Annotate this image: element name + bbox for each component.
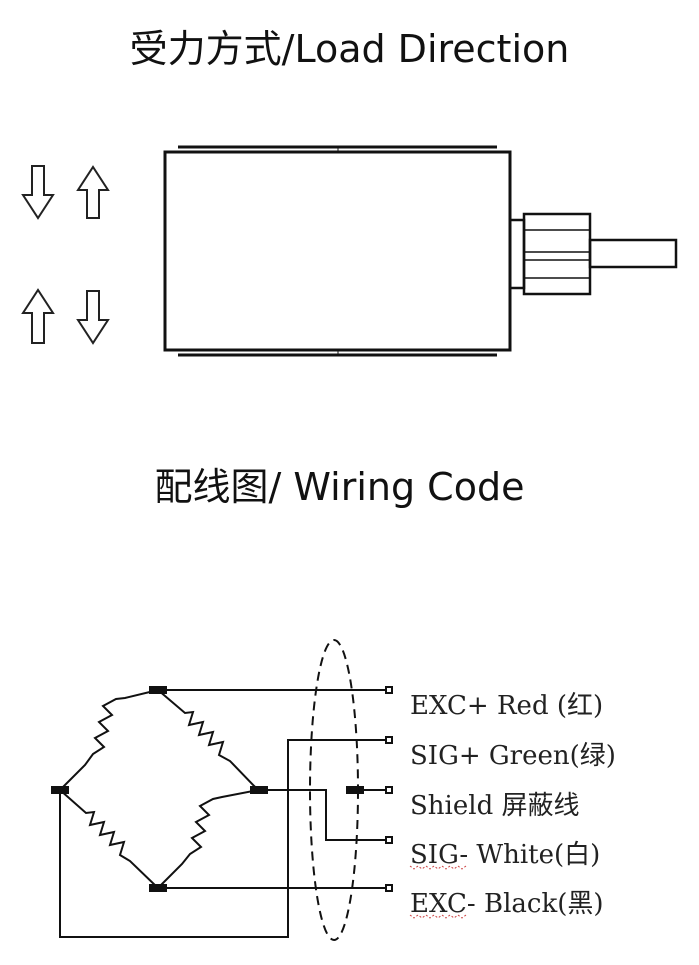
wire-label-exc-plus: EXC+ Red (红) [410,691,603,721]
wheatstone-bridge [51,639,393,941]
up-arrow-icon [21,288,55,344]
wire-label-exc-minus: EXC- Black(黑) [410,889,604,919]
resistor-bottom-left [59,789,159,889]
wire-label-sig-plus: SIG+ Green(绿) [410,741,616,771]
resistor-top-right [157,689,259,791]
wire-labels: EXC+ Red (红) SIG+ Green(绿) Shield 屏蔽线 SI… [410,691,616,919]
up-arrow-icon [76,165,110,219]
wire-label-shield: Shield 屏蔽线 [410,791,579,821]
load-direction-title: 受力方式/Load Direction [129,27,570,71]
load-cell-drawing [163,145,678,357]
wiring-code-title: 配线图/ Wiring Code [154,465,525,509]
load-direction-arrows [21,165,110,345]
down-arrow-icon [21,165,55,220]
resistor-bottom-right [157,789,259,889]
resistor-top-left [59,689,159,791]
shield-ellipse [309,639,359,941]
down-arrow-icon [76,290,110,345]
wire-label-sig-minus: SIG- White(白) [410,840,600,870]
